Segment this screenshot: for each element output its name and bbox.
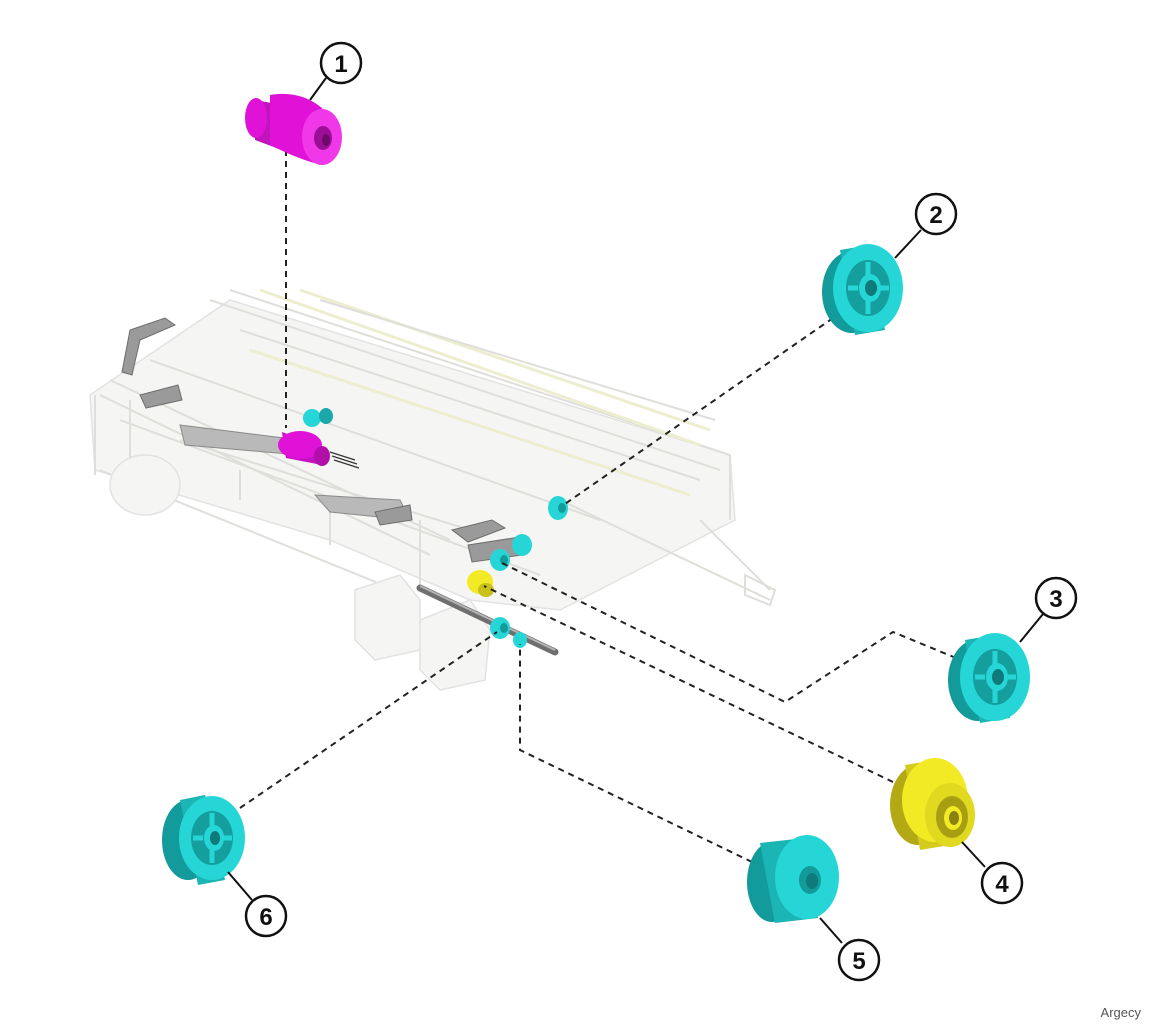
callout-1-label: 1: [334, 51, 347, 78]
callout-6-label: 6: [259, 904, 272, 931]
callout-6: 6: [244, 894, 288, 938]
part-1-magenta-roller: [245, 93, 342, 165]
part-3-cyan-roller: [948, 633, 1030, 723]
callout-2-label: 2: [929, 202, 942, 229]
part-4-yellow-roller: [890, 758, 975, 850]
installed-rollers: [278, 408, 568, 648]
callout-5: 5: [837, 938, 881, 982]
printer-frame-assembly: [89, 288, 777, 691]
callout-4: 4: [980, 861, 1024, 905]
part-6-cyan-roller: [162, 795, 245, 885]
callout-5-label: 5: [852, 948, 865, 975]
callout-2: 2: [914, 192, 958, 236]
part-2-cyan-roller: [822, 244, 903, 335]
callout-3: 3: [1034, 576, 1078, 620]
callout-1: 1: [319, 41, 363, 85]
watermark-text: Argecy: [1100, 1005, 1141, 1020]
metal-brackets: [121, 317, 559, 656]
callout-3-label: 3: [1049, 586, 1062, 613]
callout-4-label: 4: [995, 871, 1009, 898]
part-5-cyan-roller: [747, 835, 839, 923]
leader-lines: [239, 150, 957, 863]
callout-stems: [227, 77, 1044, 944]
